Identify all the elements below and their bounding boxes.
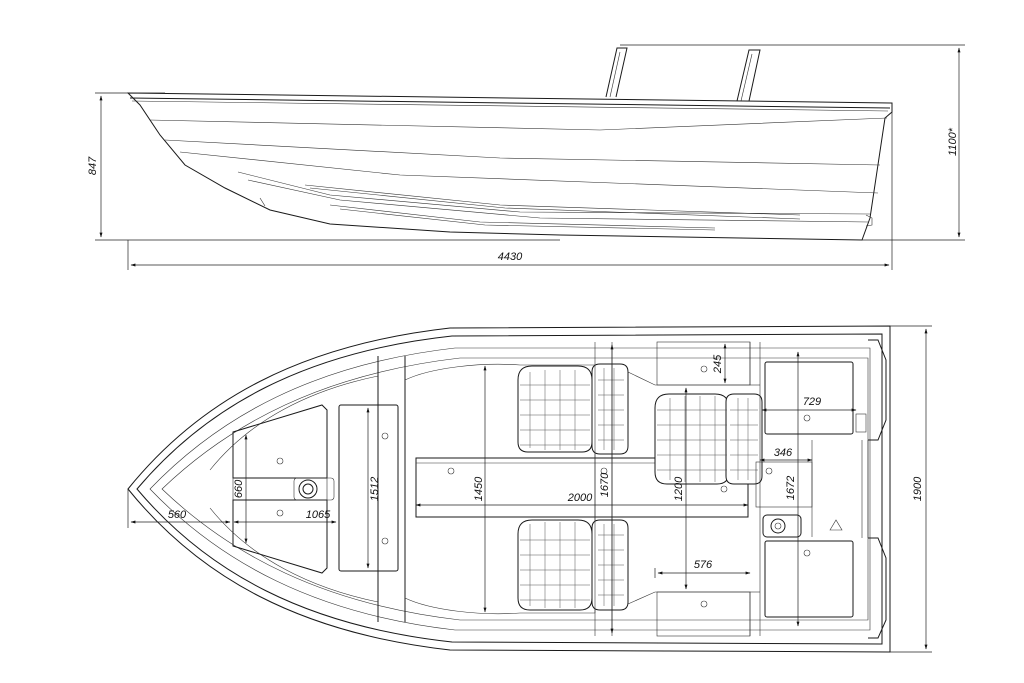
label-rear-box: 729 xyxy=(803,396,821,408)
label-side-height: 847 xyxy=(87,156,99,175)
dim-console-box: 346 xyxy=(759,447,813,462)
side-view: 847 1100* 4430 xyxy=(87,44,965,270)
dim-side-height-max: 1100* xyxy=(620,44,965,241)
dim-bow-offset: 560 xyxy=(127,489,231,528)
dim-seat-width: 1200 xyxy=(673,387,688,590)
dim-front-hatch: 1512 xyxy=(366,407,381,569)
label-bench-width: 1450 xyxy=(473,476,485,501)
label-hatch-length: 1065 xyxy=(306,509,331,521)
label-overall-length: 4430 xyxy=(498,251,523,263)
label-hatch-width: 660 xyxy=(233,479,245,498)
dim-overall-length: 4430 xyxy=(127,112,893,270)
seat-helm xyxy=(654,393,763,485)
dim-bench-length: 2000 xyxy=(415,492,749,507)
label-front-hatch: 1512 xyxy=(369,477,381,501)
hull-plan-outer xyxy=(127,325,891,653)
dim-mid-width: 1670 xyxy=(599,344,614,634)
top-view: 1900 560 660 1065 1512 1450 xyxy=(127,325,932,653)
label-stern-width: 1672 xyxy=(785,476,797,500)
seat-starboard xyxy=(517,519,629,611)
dim-bench-width: 1450 xyxy=(473,365,487,613)
dim-rear-step: 576 xyxy=(654,559,751,578)
label-mid-width: 1670 xyxy=(599,472,611,497)
dim-hatch-width: 660 xyxy=(233,434,248,544)
hull-profile xyxy=(126,92,893,241)
label-seat-width: 1200 xyxy=(673,476,685,501)
label-console-box: 346 xyxy=(774,447,793,459)
center-bench xyxy=(415,457,749,518)
rear-box-bottom xyxy=(764,540,854,618)
label-side-box: 245 xyxy=(712,354,724,374)
rear-box-top xyxy=(764,361,854,435)
label-rear-step: 576 xyxy=(694,559,713,571)
dim-stern-width: 1672 xyxy=(785,351,800,627)
dim-overall-beam: 1900 xyxy=(890,325,932,653)
dim-side-height: 847 xyxy=(87,92,560,241)
label-bench-length: 2000 xyxy=(567,492,593,504)
label-side-height-max: 1100* xyxy=(947,127,959,156)
seat-port xyxy=(517,363,629,455)
dim-side-box: 245 xyxy=(712,343,727,384)
label-bow-offset: 560 xyxy=(168,509,187,521)
label-overall-beam: 1900 xyxy=(912,476,924,501)
bow-hatches xyxy=(232,404,399,574)
dim-hatch-length: 1065 xyxy=(233,509,337,524)
windshield-posts xyxy=(605,47,761,102)
dim-rear-box: 729 xyxy=(761,396,857,412)
